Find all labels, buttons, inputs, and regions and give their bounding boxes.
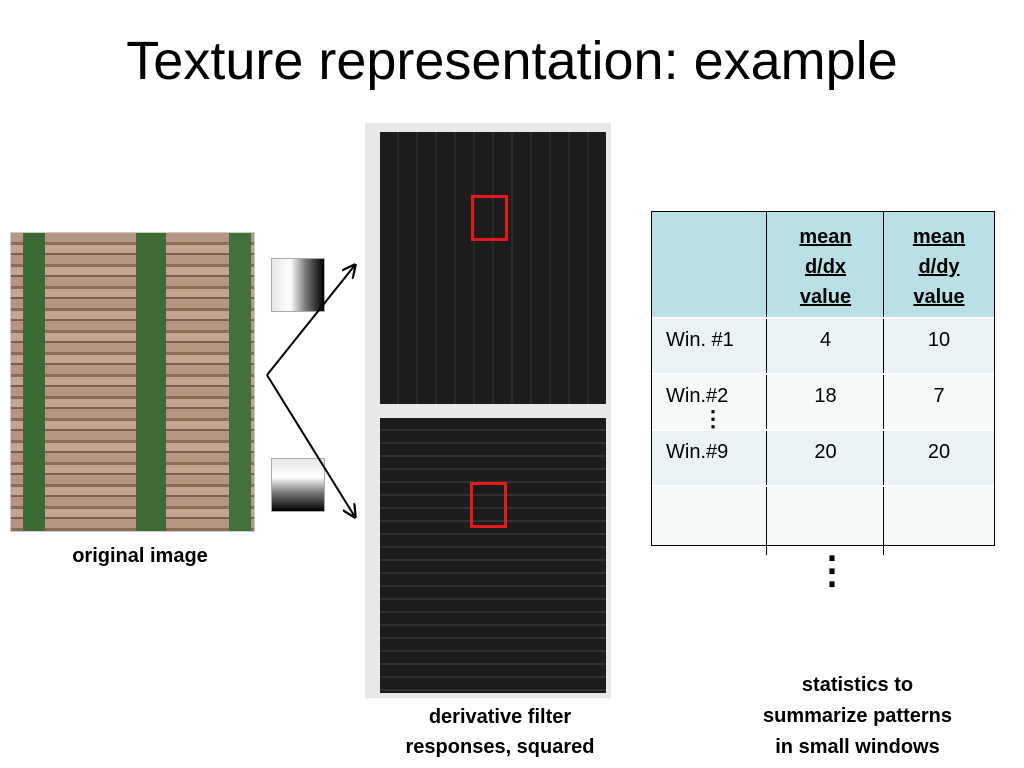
header-mean-dy: mean d/dy value [884, 212, 994, 319]
table-row-divider [652, 317, 994, 319]
response-label: derivative filter responses, squared [370, 702, 630, 762]
table-row-divider [652, 485, 994, 487]
header-mean-dx: mean d/dx value [767, 212, 884, 319]
window-statistics-table: mean d/dx value mean d/dy value Win. #1 … [651, 211, 995, 546]
window-marker-top [471, 195, 508, 241]
slide-title: Texture representation: example [126, 31, 898, 91]
mean-dy-value: 7 [933, 385, 945, 407]
vertical-derivative-filter-icon [271, 458, 325, 512]
header-dx-line: value [799, 286, 852, 308]
statistics-label-line3: in small windows [775, 736, 940, 758]
header-dy-line: mean [912, 226, 966, 248]
response-label-line2: responses, squared [405, 736, 595, 758]
original-image-label: original image [72, 545, 208, 567]
filter-arrows [266, 255, 365, 525]
window-label: Win.#9 [666, 441, 729, 463]
table-column-divider [883, 211, 884, 555]
original-texture-image [10, 232, 255, 532]
header-cell-empty [652, 212, 767, 319]
statistics-label-line1: statistics to [801, 674, 914, 696]
table-row: Win.#2 18 7 [652, 375, 994, 431]
mean-dx-value: 20 [814, 441, 837, 463]
table-column-divider [766, 211, 767, 555]
table-row: Win. #1 4 10 [652, 319, 994, 375]
table-row-divider [652, 373, 994, 375]
window-label: Win. #1 [666, 329, 734, 351]
table-row: Win.#9 20 20 [652, 431, 994, 487]
mean-dy-value [884, 487, 994, 545]
window-label: Win.#2 [666, 385, 729, 407]
mean-dx-value [767, 487, 884, 545]
mean-dy-value: 20 [927, 441, 951, 463]
mean-dx-value: 4 [819, 329, 832, 351]
dx-response-image [380, 132, 606, 404]
row-ellipsis: ⋮ [702, 406, 724, 431]
header-dy-line: d/dy [918, 256, 960, 278]
mean-dx-value: 18 [814, 385, 837, 407]
header-dy-line: value [913, 286, 965, 308]
header-dx-line: mean [799, 226, 852, 248]
response-label-line1: derivative filter [428, 706, 572, 728]
window-marker-bottom [470, 482, 507, 528]
arrow-to-dy-response [266, 374, 355, 517]
statistics-label: statistics to summarize patterns in smal… [725, 670, 990, 763]
mean-dy-value: 10 [927, 329, 951, 351]
dy-response-image [380, 418, 606, 693]
table-row-divider [652, 429, 994, 431]
table-row [652, 487, 994, 545]
more-rows-ellipsis: ⋮ [813, 550, 851, 592]
horizontal-derivative-filter-icon [271, 258, 325, 312]
arrow-to-dx-response [266, 265, 355, 376]
table-header-row: mean d/dx value mean d/dy value [652, 212, 994, 319]
statistics-label-line2: summarize patterns [763, 705, 952, 727]
window-label [652, 487, 767, 545]
header-dx-line: d/dx [804, 256, 847, 278]
